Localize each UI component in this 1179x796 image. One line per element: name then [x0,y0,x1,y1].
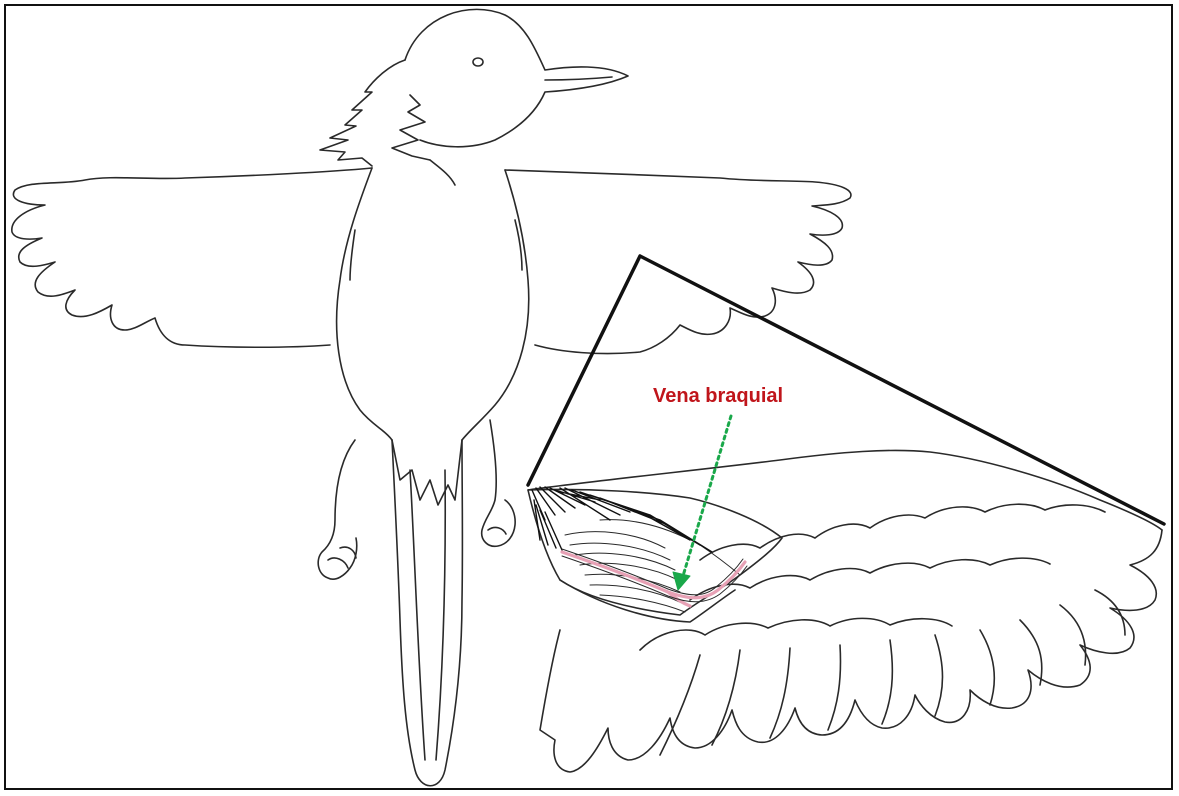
inset-frame-outline [528,256,1164,524]
right-wing [505,170,851,354]
bird-body-right [462,170,529,440]
left-wing [12,168,372,347]
brachial-vein-outline [562,549,747,602]
bird-beak-line [545,77,612,80]
neck-feathers [320,60,405,166]
vena-braquial-arrow-line [683,416,731,576]
wing-detail [528,450,1162,772]
vena-braquial-label: Vena braquial [653,384,783,408]
bird-eye [473,58,483,66]
wing-leading-edge [528,450,1162,530]
right-foot-toes [488,527,506,534]
neck-feathers-inner [392,95,430,160]
bird-body [337,168,392,440]
brachial-vein [562,552,745,606]
breast-line-left [350,230,355,280]
vena-braquial-arrowhead [673,572,690,590]
vent-feathers [392,440,462,505]
covert-row-1 [700,504,1105,560]
tail-inner-2 [436,470,445,760]
feather-shafts [660,590,1125,755]
throat-line [430,160,455,185]
tail-inner [410,470,425,760]
covert-row-3 [640,618,952,650]
